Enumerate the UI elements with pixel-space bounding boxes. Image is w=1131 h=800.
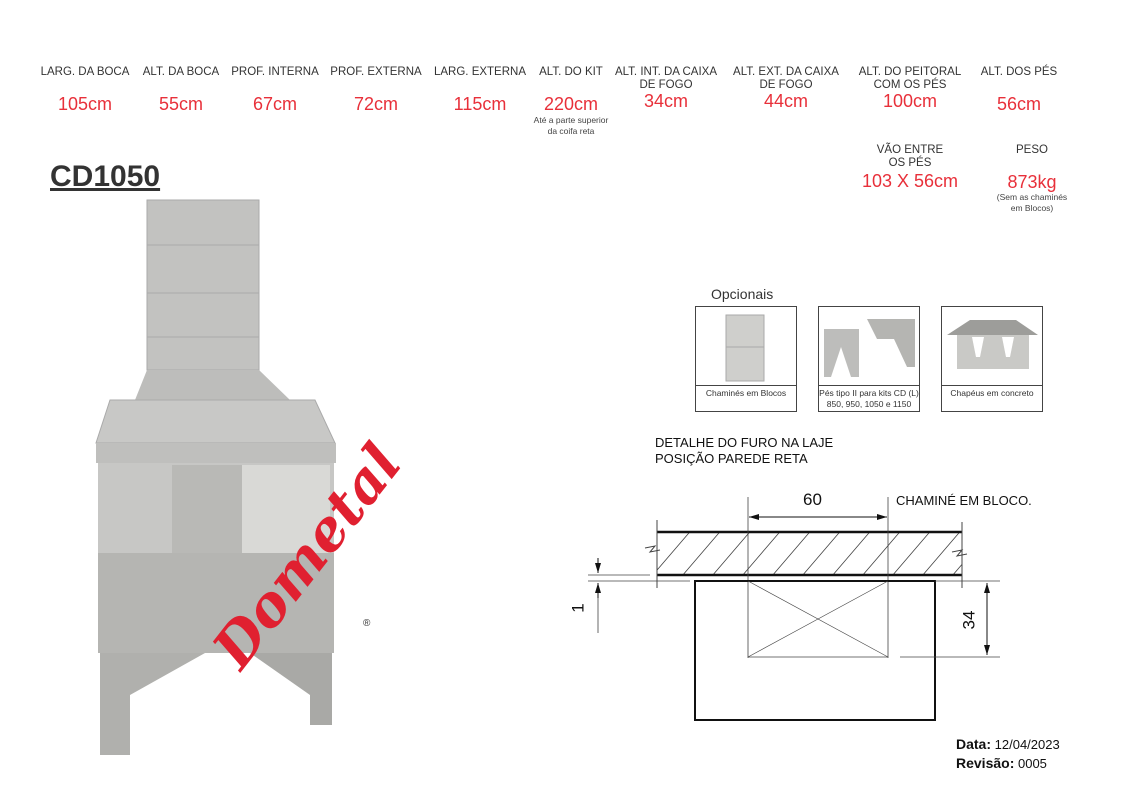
date-label: Data: [956,736,992,752]
optional-item-hat: Chapéus em concreto [941,306,1043,412]
model-title: CD1050 [50,160,161,193]
dim-gap-label: 1 [568,603,588,613]
date-row: Data: 12/04/2023 [956,736,1060,752]
spec-value: 44cm [763,91,808,111]
registered-mark: ® [363,618,371,629]
spec-label: PROF. INTERNA [231,66,319,78]
spec-label: VÃO ENTRE OS PÉS [876,144,944,169]
spec-alt-pes: ALT. DOS PÉS 56cm [954,66,1084,114]
detail-title-line1: DETALHE DO FURO NA LAJE [655,435,834,450]
spec-value: 55cm [158,94,203,114]
spec-value: 873kg [1007,172,1057,192]
optional-caption: Chapéus em concreto [950,388,1034,398]
concrete-hat-image [942,307,1042,386]
spec-prof-externa: PROF. EXTERNA 72cm [311,66,441,114]
spec-label: PROF. EXTERNA [330,66,422,78]
optional-item-feet: Pés tipo II para kits CD (L) 850, 950, 1… [818,306,920,412]
chimney-label: CHAMINÉ EM BLOCO. [896,493,1032,508]
spec-larg-boca: LARG. DA BOCA 105cm [20,66,150,114]
dim-width-label: 60 [803,490,822,509]
spec-value: 72cm [353,94,398,114]
spec-label: PESO [1016,144,1048,156]
spec-value: 220cm [543,94,599,114]
feet-image [819,307,919,386]
spec-value: 115cm [453,94,507,114]
spec-larg-externa: LARG. EXTERNA 115cm [415,66,545,114]
spec-alt-boca: ALT. DA BOCA 55cm [116,66,246,114]
spec-value: 100cm [882,91,938,111]
revision-row: Revisão: 0005 [956,755,1047,771]
spec-label: ALT. DOS PÉS [980,66,1058,78]
spec-prof-interna: PROF. INTERNA 67cm [210,66,340,114]
spec-peso: PESO 873kg(Sem as chaminés em Blocos) [967,144,1097,214]
revision-label: Revisão: [956,755,1015,771]
date-value: 12/04/2023 [994,737,1060,752]
optional-caption: Chaminés em Blocos [705,388,787,398]
revision-value: 0005 [1017,756,1047,771]
spec-label: ALT. INT. DA CAIXA DE FOGO [614,66,718,91]
spec-value: 103 X 56cm [861,171,959,191]
barbecue-illustration [95,199,336,755]
optional-caption: Pés tipo II para kits CD (L) 850, 950, 1… [819,388,919,409]
spec-note: (Sem as chaminés em Blocos) [996,192,1068,213]
detail-title-line2: POSIÇÃO PAREDE RETA [655,451,808,466]
optional-item-chimney: Chaminés em Blocos [695,306,797,412]
spec-label: ALT. EXT. DA CAIXA DE FOGO [733,66,839,91]
spec-note: Até a parte superior da coifa reta [533,115,609,136]
chimney-block-image [696,307,796,386]
spec-label: ALT. DA BOCA [142,66,220,78]
dim-height-label: 34 [959,610,979,630]
spec-label: ALT. DO KIT [539,66,603,78]
spec-label: LARG. EXTERNA [433,66,527,78]
spec-value: 56cm [996,94,1041,114]
spec-label: ALT. DO PEITORAL COM OS PÉS [858,66,962,91]
spec-label: LARG. DA BOCA [40,66,130,78]
spec-value: 34cm [643,91,688,111]
optionals-title: Opcionais [711,286,774,302]
spec-value: 105cm [57,94,113,114]
spec-value: 67cm [252,94,297,114]
